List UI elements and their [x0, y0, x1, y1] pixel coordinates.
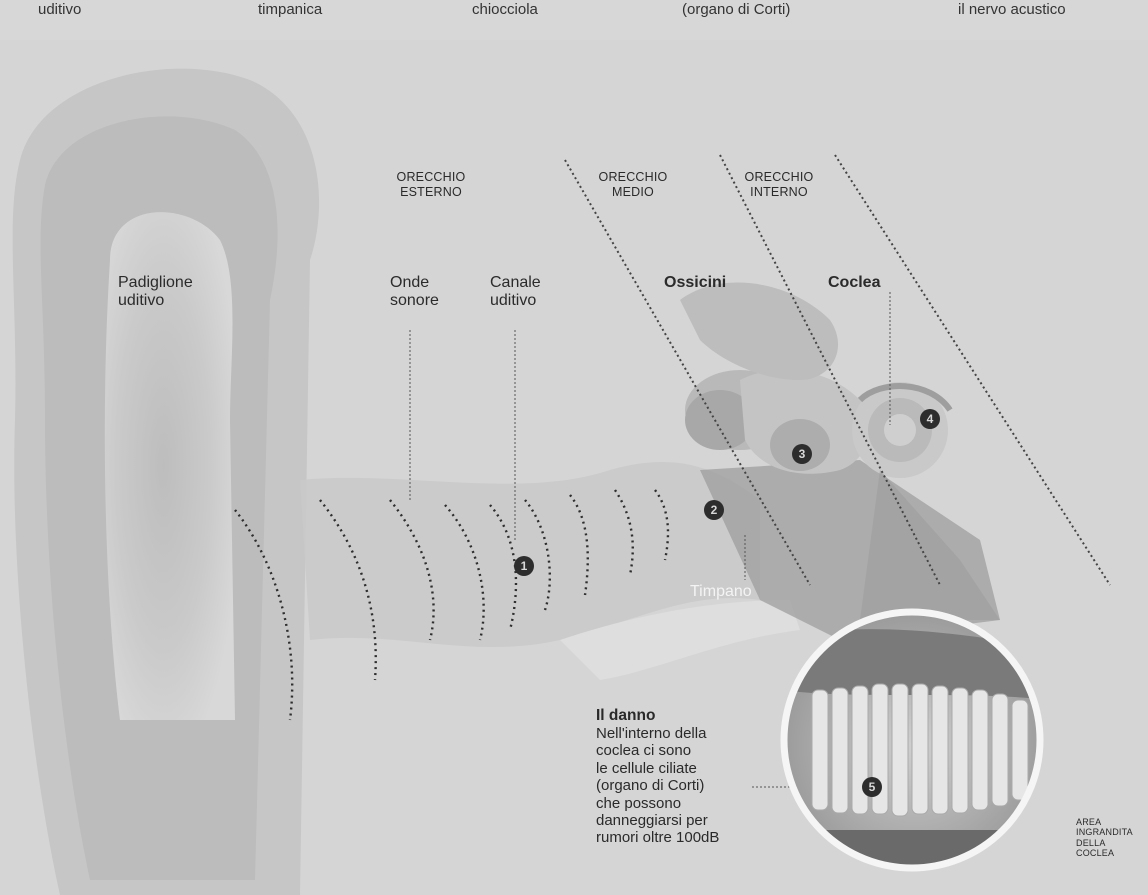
damage-description: Il danno Nell'interno della coclea ci so…	[596, 707, 756, 847]
marker-3: 3	[792, 444, 812, 464]
marker-2: 2	[704, 500, 724, 520]
section-header-outer: ORECCHIO ESTERNO	[386, 170, 476, 200]
marker-5: 5	[862, 777, 882, 797]
label-coclea: Coclea	[828, 274, 880, 292]
marker-1: 1	[514, 556, 534, 576]
label-onde-sonore: Onde sonore	[390, 274, 439, 311]
section-header-inner: ORECCHIO INTERNO	[734, 170, 824, 200]
marker-4: 4	[920, 409, 940, 429]
top-label-timpanica: timpanica	[258, 1, 322, 18]
label-padiglione-uditivo: Padiglione uditivo	[118, 274, 193, 311]
top-label-uditivo: uditivo	[38, 1, 81, 18]
top-label-chiocciola: chiocciola	[472, 1, 538, 18]
section-header-middle: ORECCHIO MEDIO	[588, 170, 678, 200]
zoom-caption: AREA INGRANDITA DELLA COCLEA	[1076, 817, 1133, 858]
label-canale-uditivo: Canale uditivo	[490, 274, 541, 311]
label-ossicini: Ossicini	[664, 274, 726, 292]
top-label-nervo-acustico: il nervo acustico	[958, 1, 1066, 18]
top-label-organo-di-corti: (organo di Corti)	[682, 1, 790, 18]
damage-title: Il danno	[596, 707, 756, 725]
label-timpano: Timpano	[690, 583, 752, 601]
